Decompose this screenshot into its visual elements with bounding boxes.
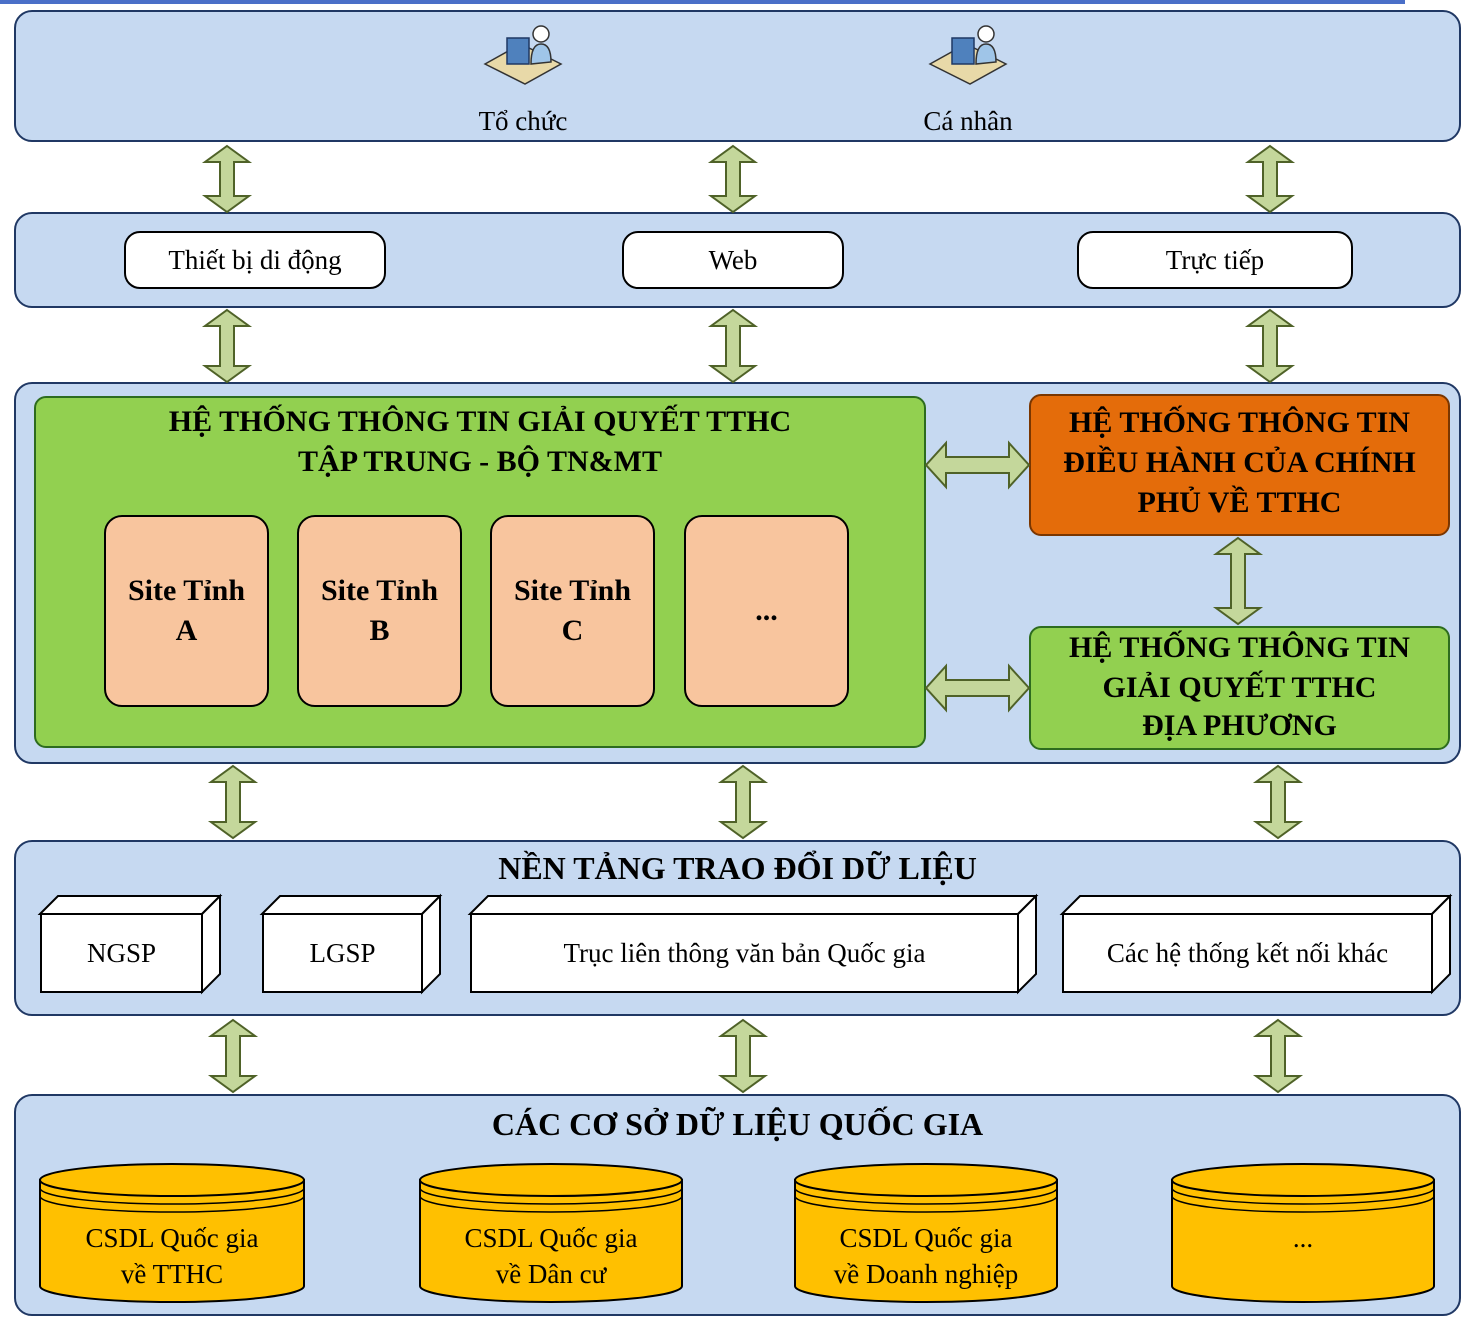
- database-cylinder-icon: [1171, 1163, 1435, 1303]
- database-cylinder-icon: [794, 1163, 1058, 1303]
- db-enterprise-line2: về Doanh nghiệp: [833, 1259, 1019, 1289]
- actor-person-label: Cá nhân: [923, 106, 1013, 136]
- site-a-line2: A: [175, 614, 198, 647]
- user-at-computer-icon: [483, 25, 563, 85]
- vertical-double-arrow-icon: [707, 144, 759, 214]
- vertical-double-arrow-icon: [201, 308, 253, 384]
- user-at-computer-icon: [928, 25, 1008, 85]
- vertical-double-arrow-icon: [1212, 536, 1264, 626]
- site-b-line1: Site Tỉnh: [321, 574, 438, 607]
- local-system-title-2: GIẢI QUYẾT TTHC: [1102, 671, 1377, 704]
- central-system-title-1: HỆ THỐNG THÔNG TIN GIẢI QUYẾT TTHC: [168, 405, 792, 438]
- db-population-line2: về Dân cư: [495, 1259, 607, 1289]
- top-accent-line: [0, 0, 1405, 4]
- site-more[interactable]: ...: [684, 515, 849, 707]
- database-cylinder-icon: [39, 1163, 305, 1303]
- vertical-double-arrow-icon: [207, 764, 259, 840]
- site-more-line1: ...: [755, 594, 778, 627]
- local-system-title-1: HỆ THỐNG THÔNG TIN: [1069, 631, 1410, 664]
- vertical-double-arrow-icon: [1252, 764, 1304, 840]
- db-enterprise-line1: CSDL Quốc gia: [839, 1223, 1013, 1253]
- site-c-line2: C: [561, 614, 584, 647]
- exchange-ngsp[interactable]: NGSP: [40, 913, 203, 993]
- actors-layer: [14, 10, 1461, 142]
- gov-system-title-1: HỆ THỐNG THÔNG TIN: [1069, 406, 1410, 439]
- site-b-line2: B: [369, 614, 390, 647]
- database-cylinder-icon: [419, 1163, 683, 1303]
- central-system-title-2: TẬP TRUNG - BỘ TN&MT: [298, 445, 662, 478]
- channel-web[interactable]: Web: [622, 231, 844, 289]
- vertical-double-arrow-icon: [207, 1018, 259, 1094]
- horizontal-double-arrow-icon: [924, 440, 1031, 490]
- db-more-line1: ...: [1292, 1223, 1314, 1253]
- vertical-double-arrow-icon: [1252, 1018, 1304, 1094]
- gov-system-box: [1029, 394, 1450, 536]
- vertical-double-arrow-icon: [201, 144, 253, 214]
- databases-title: CÁC CƠ SỞ DỮ LIỆU QUỐC GIA: [491, 1106, 984, 1142]
- local-system-title-3: ĐỊA PHƯƠNG: [1142, 709, 1337, 742]
- vertical-double-arrow-icon: [707, 308, 759, 384]
- vertical-double-arrow-icon: [1244, 308, 1296, 384]
- exchange-lgsp[interactable]: LGSP: [262, 913, 423, 993]
- exchange-title: NỀN TẢNG TRAO ĐỔI DỮ LIỆU: [498, 850, 977, 886]
- exchange-other-systems[interactable]: Các hệ thống kết nối khác: [1062, 913, 1433, 993]
- horizontal-double-arrow-icon: [924, 663, 1031, 713]
- actor-org-label: Tổ chức: [478, 106, 568, 136]
- db-population-line1: CSDL Quốc gia: [464, 1223, 638, 1253]
- vertical-double-arrow-icon: [1244, 144, 1296, 214]
- db-tthc-line2: về TTHC: [120, 1259, 224, 1289]
- site-c-line1: Site Tỉnh: [514, 574, 631, 607]
- exchange-national-doc-axis[interactable]: Trục liên thông văn bản Quốc gia: [470, 913, 1019, 993]
- channel-direct[interactable]: Trực tiếp: [1077, 231, 1353, 289]
- channel-mobile[interactable]: Thiết bị di động: [124, 231, 386, 289]
- vertical-double-arrow-icon: [717, 1018, 769, 1094]
- site-a-line1: Site Tỉnh: [128, 574, 245, 607]
- gov-system-title-2: ĐIỀU HÀNH CỦA CHÍNH: [1063, 446, 1416, 479]
- vertical-double-arrow-icon: [717, 764, 769, 840]
- db-tthc-line1: CSDL Quốc gia: [85, 1223, 259, 1253]
- gov-system-title-3: PHỦ VỀ TTHC: [1137, 486, 1342, 519]
